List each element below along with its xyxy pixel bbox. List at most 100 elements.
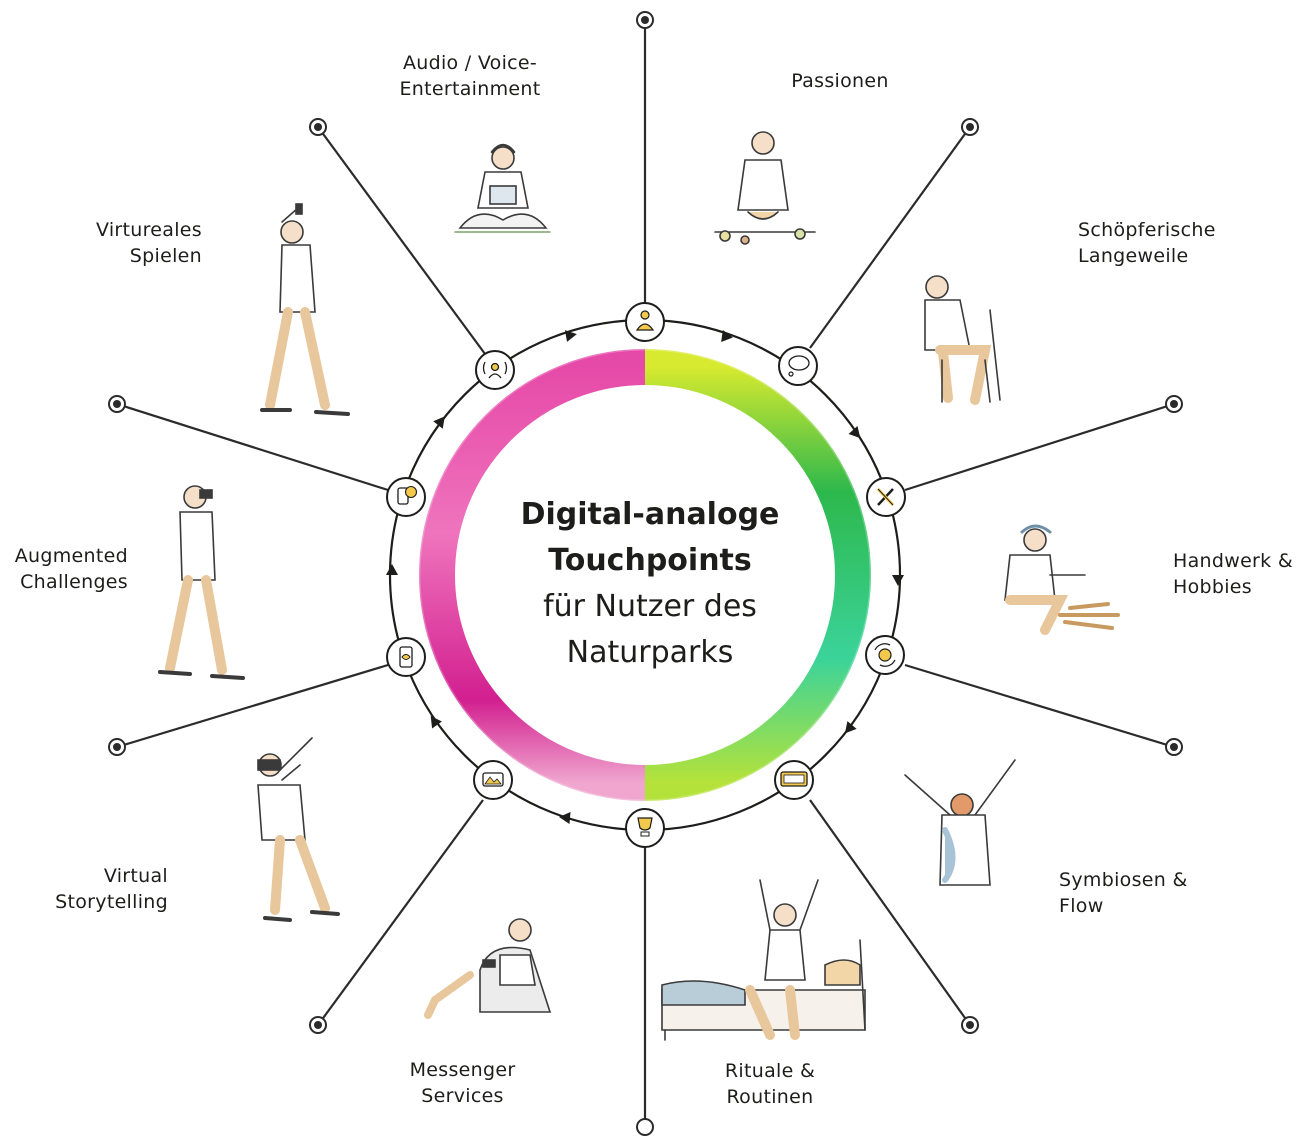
center-title-line2: Touchpoints: [548, 543, 752, 578]
label-messenger-line2: Services: [421, 1085, 504, 1107]
label-rituale-line1: Rituale &: [724, 1060, 816, 1082]
phone-emoji-icon: [397, 485, 418, 505]
label-handwerk: Handwerk & Hobbies: [1173, 548, 1308, 600]
spoke-langeweile: [809, 126, 971, 349]
spoke-storytelling: [317, 799, 484, 1026]
spoke-handwerk: [904, 402, 1175, 492]
label-storytelling: Virtual Storytelling: [10, 863, 168, 915]
node-passionen[interactable]: [625, 302, 665, 342]
passionen-figure-illustration: [714, 131, 816, 245]
cycle-icon: [874, 643, 896, 667]
endpoint-dot: [1165, 738, 1183, 756]
endpoint-dot: [108, 738, 126, 756]
spoke-audio: [317, 126, 489, 359]
spoke-augmented: [116, 663, 389, 749]
label-symbiosen-line1: Symbiosen &: [1059, 869, 1188, 891]
endpoint-dot: [309, 1016, 327, 1034]
spoke-symbiosen: [904, 663, 1175, 749]
illustrations: [158, 131, 1120, 1041]
messenger-figure-illustration: [424, 918, 552, 1019]
label-messenger-line1: Messenger: [409, 1059, 516, 1081]
arrow-icon: [892, 575, 904, 586]
endpoint-dot: [108, 395, 126, 413]
thought-bubble-icon: [788, 355, 810, 377]
ring-green-half: [644, 349, 871, 801]
endpoint-dot: [961, 118, 979, 136]
arrow-icon: [721, 330, 733, 342]
endpoint-dot: [1165, 395, 1183, 413]
audio-icon: [482, 361, 508, 379]
endpoint-dot: [961, 1016, 979, 1034]
label-messenger: Messenger Services: [385, 1057, 540, 1109]
cycle-arrows: [386, 330, 904, 824]
arrow-icon: [848, 425, 861, 439]
label-langeweile-line1: Schöpferische: [1078, 219, 1216, 241]
storytelling-figure-illustration: [257, 737, 340, 922]
spoke-virtureales: [116, 402, 389, 492]
ring-nodes: [386, 302, 906, 848]
symbiosen-figure-illustration: [904, 759, 1016, 886]
arrow-icon: [430, 715, 442, 729]
spoke-rituale: [809, 799, 971, 1026]
panorama-360-icon: [482, 772, 504, 787]
center-title-line1: Digital-analoge: [520, 497, 780, 532]
center-title: Digital-analoge Touchpoints für Nutzer d…: [480, 492, 820, 676]
label-audio-line1: Audio / Voice-: [402, 52, 538, 74]
label-virtureales-line2: Spielen: [129, 245, 202, 267]
alarm-clock-icon: [780, 771, 808, 787]
arrow-icon: [564, 330, 577, 342]
node-storytelling[interactable]: [473, 760, 513, 800]
handwerk-figure-illustration: [1004, 524, 1120, 635]
label-storytelling-line2: Storytelling: [55, 891, 168, 913]
label-audio: Audio / Voice- Entertainment: [390, 50, 550, 102]
arrow-icon: [559, 812, 571, 824]
label-audio-line2: Entertainment: [399, 78, 541, 100]
label-augmented: Augmented Challenges: [0, 543, 128, 595]
label-symbiosen-line2: Flow: [1059, 895, 1104, 917]
virtureales-figure-illustration: [260, 203, 350, 416]
tools-icon: [876, 487, 895, 507]
label-rituale: Rituale & Routinen: [700, 1058, 840, 1110]
label-handwerk-line1: Handwerk &: [1173, 550, 1293, 572]
label-passionen: Passionen: [760, 68, 920, 94]
ring-pink-half: [419, 349, 646, 801]
label-langeweile: Schöpferische Langeweile: [1078, 217, 1248, 269]
spokes: [116, 20, 1175, 1125]
label-virtureales: Virtureales Spielen: [50, 217, 202, 269]
audio-figure-illustration: [454, 143, 551, 233]
center-subtitle-line1: für Nutzer des: [543, 589, 757, 624]
label-handwerk-line2: Hobbies: [1173, 576, 1252, 598]
center-subtitle-line2: Naturparks: [566, 635, 734, 670]
ar-phone-icon: [399, 646, 413, 668]
node-handwerk[interactable]: [866, 477, 906, 517]
langeweile-figure-illustration: [924, 275, 1001, 405]
node-rituale[interactable]: [774, 760, 814, 800]
arrow-icon: [844, 721, 857, 734]
node-messenger[interactable]: [625, 808, 665, 848]
label-rituale-line2: Routinen: [726, 1086, 814, 1108]
arrow-icon: [386, 564, 398, 575]
spoke-endpoints: [108, 11, 1183, 1136]
endpoint-dot: [309, 118, 327, 136]
label-storytelling-line1: Virtual: [103, 865, 168, 887]
label-passionen-line1: Passionen: [791, 70, 889, 92]
node-langeweile[interactable]: [778, 346, 818, 386]
trophy-icon: [637, 817, 653, 837]
label-langeweile-line2: Langeweile: [1078, 245, 1189, 267]
node-audio[interactable]: [475, 350, 515, 390]
label-virtureales-line1: Virtureales: [95, 219, 202, 241]
person-icon: [635, 310, 655, 331]
node-symbiosen[interactable]: [865, 635, 905, 675]
node-virtureales[interactable]: [386, 477, 426, 517]
endpoint-dot: [636, 11, 654, 29]
label-augmented-line2: Challenges: [20, 571, 128, 593]
node-augmented[interactable]: [386, 637, 426, 677]
arrow-icon: [433, 416, 445, 429]
endpoint-dot-open: [636, 1118, 654, 1136]
watercolor-ring: [417, 347, 873, 803]
label-augmented-line1: Augmented: [14, 545, 128, 567]
augmented-figure-illustration: [158, 485, 245, 680]
label-symbiosen: Symbiosen & Flow: [1059, 867, 1219, 919]
rituale-figure-illustration: [661, 879, 866, 1041]
